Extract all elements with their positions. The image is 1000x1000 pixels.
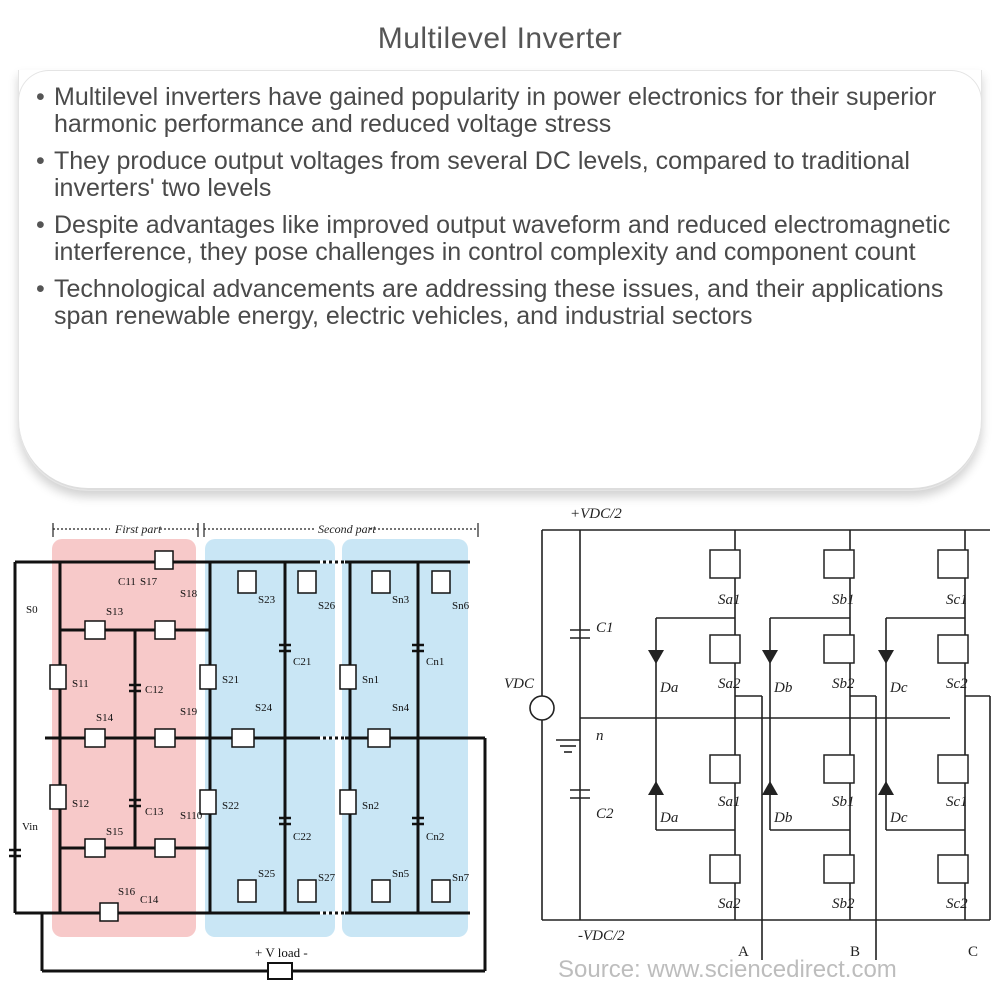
output-label: A [738, 944, 749, 960]
circuit-label: S23 [258, 594, 276, 606]
output-label: C [968, 944, 978, 960]
circuit-label: S19 [180, 706, 198, 718]
circuit-label: S12 [72, 798, 89, 810]
circuit-label: C14 [140, 894, 159, 906]
right-circuit-diagram: +VDC/2 -VDC/2 VDC C1 C2 n Sa1 Sb1 Sc1 Sa… [504, 506, 991, 960]
circuit-label: S17 [140, 576, 158, 588]
circuit-label: S21 [222, 674, 239, 686]
circuit-label: S26 [318, 600, 336, 612]
vload-label: + V load - [255, 945, 308, 960]
switch-label: Sc2 [946, 896, 968, 912]
diode-label: Db [773, 680, 793, 696]
circuit-label: Sn4 [392, 702, 410, 714]
circuit-label: S13 [106, 606, 124, 618]
page-title: Multilevel Inverter [377, 22, 623, 55]
circuit-label: Sn3 [392, 594, 410, 606]
circuit-label: S25 [258, 868, 276, 880]
diode-label: Da [659, 680, 678, 696]
circuit-label: S14 [96, 712, 114, 724]
bullet-item: Multilevel inverters have gained popular… [36, 84, 966, 138]
bullet-item: Technological advancements are addressin… [36, 276, 966, 330]
vdc-top-label: +VDC/2 [570, 506, 622, 522]
c1-label: C1 [596, 620, 614, 636]
n-label: n [596, 728, 604, 744]
load-resistor [267, 962, 293, 980]
vdc-label: VDC [504, 676, 535, 692]
switch-label: Sb1 [832, 794, 855, 810]
circuit-label: Cn1 [426, 656, 444, 668]
diode-label: Dc [889, 810, 908, 826]
switch-label: Sa2 [718, 896, 741, 912]
switch-label: Sc2 [946, 676, 968, 692]
switch-label: Sa1 [718, 592, 741, 608]
switch-label: Sc1 [946, 794, 968, 810]
circuit-label: C22 [293, 831, 311, 843]
switch-label: Sb1 [832, 592, 855, 608]
circuit-label: Sn7 [452, 872, 470, 884]
switch-label: Sb2 [832, 896, 855, 912]
switch-label: Sa2 [718, 676, 741, 692]
s0-label: S0 [26, 604, 38, 616]
circuit-label: S22 [222, 800, 239, 812]
circuit-label: C12 [145, 684, 163, 696]
vdc-source [529, 695, 555, 721]
output-label: B [850, 944, 860, 960]
source-credit: Source: www.sciencedirect.com [558, 956, 897, 983]
switch-label: Sa1 [718, 794, 741, 810]
second-part-label: Second part [318, 522, 376, 536]
c2-label: C2 [596, 806, 614, 822]
circuit-label: C11 [118, 576, 136, 588]
switch-label: Sc1 [946, 592, 968, 608]
diode-label: Dc [889, 680, 908, 696]
diode-label: Db [773, 810, 793, 826]
bullet-list: Multilevel inverters have gained popular… [36, 84, 966, 340]
bullet-item: They produce output voltages from severa… [36, 148, 966, 202]
circuit-label: C13 [145, 806, 164, 818]
circuit-label: Sn1 [362, 674, 379, 686]
circuit-label: S18 [180, 588, 198, 600]
switch-label: Sb2 [832, 676, 855, 692]
first-part-label: First part [114, 522, 162, 536]
circuit-label: Cn2 [426, 831, 444, 843]
circuit-label: S16 [118, 886, 136, 898]
circuit-label: S11 [72, 678, 89, 690]
circuit-label: S24 [255, 702, 273, 714]
circuit-label: Sn2 [362, 800, 379, 812]
circuit-label: Sn6 [452, 600, 470, 612]
bullet-item: Despite advantages like improved output … [36, 212, 966, 266]
circuit-label: Sn5 [392, 868, 410, 880]
circuit-label: S15 [106, 826, 124, 838]
diode-label: Da [659, 810, 678, 826]
circuit-label: C21 [293, 656, 311, 668]
vdc-bottom-label: -VDC/2 [578, 928, 625, 944]
left-circuit-diagram: First part Second part [9, 522, 487, 980]
vin-label: Vin [22, 821, 38, 833]
circuit-label: S110 [180, 810, 203, 822]
circuit-label: S27 [318, 872, 336, 884]
